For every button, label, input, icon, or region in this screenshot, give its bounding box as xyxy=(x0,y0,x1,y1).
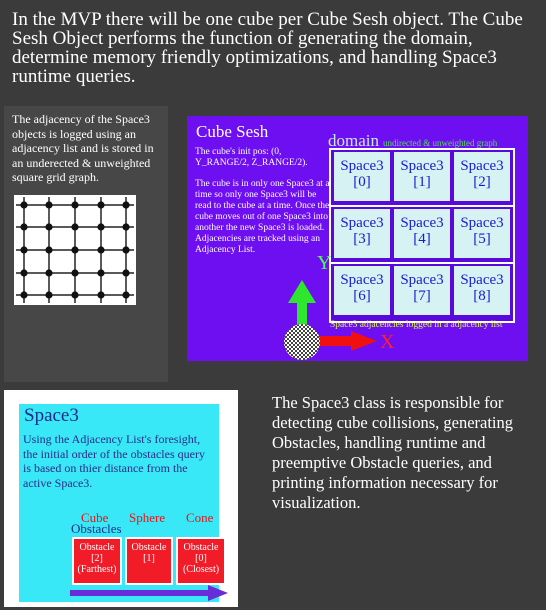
grid-node xyxy=(122,201,130,209)
grid-node xyxy=(45,269,53,277)
x-axis-label: X xyxy=(380,331,395,353)
domain-row-0: Space3[0] Space3[1] Space3[2] xyxy=(329,148,515,209)
query-order-arrow xyxy=(70,585,228,601)
obstacles-label: Obstacles xyxy=(71,521,122,536)
grid-node xyxy=(20,201,28,209)
space3-cell-2: Space3[2] xyxy=(454,152,510,201)
shape-label-cone: Cone xyxy=(186,510,214,525)
obstacle-box-0: Obstacle[0](Closest) xyxy=(176,537,226,585)
grid-node xyxy=(20,269,28,277)
space3-cell-8: Space3[8] xyxy=(454,266,510,315)
y-axis-label: Y xyxy=(317,252,332,274)
obstacle-box-1: Obstacle[1] xyxy=(125,537,173,585)
adjacency-caption: Space3 adjacencies logged in a adjacency… xyxy=(330,320,503,330)
grid-node xyxy=(20,246,28,254)
domain-row-2: Space3[6] Space3[7] Space3[8] xyxy=(329,262,515,323)
grid-node xyxy=(122,269,130,277)
space3-cell-0: Space3[0] xyxy=(334,152,390,201)
grid-node xyxy=(20,223,28,231)
obstacle-box-2: Obstacle[2](Farthest) xyxy=(72,537,122,585)
x-arrow-shaft xyxy=(319,336,351,346)
grid-node xyxy=(71,291,79,299)
space3-cell-1: Space3[1] xyxy=(394,152,450,201)
cube-sesh-description: The cube is in only one Space3 at a time… xyxy=(195,179,330,255)
shape-label-cube: Cube xyxy=(81,510,109,525)
space3-cell-3: Space3[3] xyxy=(334,209,390,258)
grid-node xyxy=(45,201,53,209)
grid-node xyxy=(71,201,79,209)
domain-row-1: Space3[3] Space3[4] Space3[5] xyxy=(329,205,515,266)
grid-node xyxy=(97,223,105,231)
cube-sesh-title: Cube Sesh xyxy=(196,122,269,141)
query-arrow-shaft xyxy=(70,590,210,596)
space3-cell-7: Space3[7] xyxy=(394,266,450,315)
grid-graph-diagram xyxy=(14,195,136,305)
grid-node xyxy=(71,246,79,254)
intro-paragraph: In the MVP there will be one cube per Cu… xyxy=(12,9,523,87)
shape-label-sphere: Sphere xyxy=(129,510,166,525)
grid-graph-nodes xyxy=(20,201,130,299)
space3-class-description: The Space3 class is responsible for dete… xyxy=(272,393,514,512)
space3-text: Using the Adjacency List's foresight, th… xyxy=(23,432,205,490)
y-arrow-head xyxy=(288,280,316,303)
grid-node xyxy=(97,246,105,254)
space3-cell-5: Space3[5] xyxy=(454,209,510,258)
query-arrow-head xyxy=(208,585,228,601)
space3-title: Space3 xyxy=(24,405,79,426)
space3-cell-4: Space3[4] xyxy=(394,209,450,258)
domain-title: domain undirected & unweighted graph xyxy=(328,131,497,151)
grid-node xyxy=(45,223,53,231)
cube-init-pos-text: The cube's init pos: (0, Y_RANGE/2, Z_RA… xyxy=(195,147,308,168)
grid-node xyxy=(97,291,105,299)
grid-node xyxy=(71,223,79,231)
grid-node xyxy=(20,291,28,299)
y-arrow-shaft xyxy=(297,303,307,333)
x-arrow-head xyxy=(351,331,377,351)
grid-node xyxy=(122,223,130,231)
grid-node xyxy=(122,246,130,254)
adjacency-note: The adjacency of the Space3 objects is l… xyxy=(12,112,154,184)
space3-cell-6: Space3[6] xyxy=(334,266,390,315)
domain-title-main: domain xyxy=(328,131,379,150)
grid-node xyxy=(97,201,105,209)
grid-node xyxy=(45,291,53,299)
grid-node xyxy=(97,269,105,277)
cube-origin-sphere xyxy=(284,324,320,360)
grid-node xyxy=(45,246,53,254)
domain-title-subtitle: undirected & unweighted graph xyxy=(383,138,498,148)
grid-node xyxy=(71,269,79,277)
grid-node xyxy=(122,291,130,299)
axes-diagram xyxy=(284,280,377,360)
